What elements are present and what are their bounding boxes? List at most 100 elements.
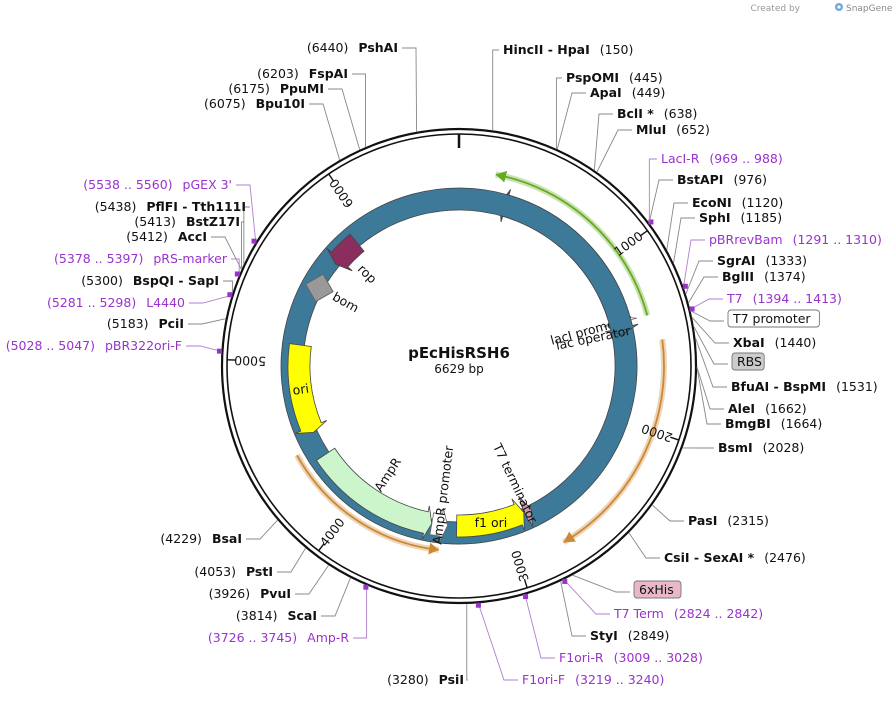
site-position: (5281 .. 5298) — [47, 295, 136, 310]
leader-line — [648, 179, 673, 223]
snapgene-logo-icon — [835, 3, 843, 11]
site-label-sphi[interactable]: SphI(1185) — [699, 210, 782, 225]
site-label-styi[interactable]: StyI(2849) — [590, 628, 669, 643]
site-name: MluI — [636, 122, 666, 137]
site-position: (1662) — [765, 401, 807, 416]
site-label-bstz17i[interactable]: BstZ17I(5413) — [134, 214, 240, 229]
site-label-f1ori-f[interactable]: F1ori-F(3219 .. 3240) — [522, 672, 664, 687]
leader-line — [696, 367, 721, 425]
site-position: (3280) — [387, 672, 429, 687]
site-label-xbai[interactable]: XbaI(1440) — [733, 335, 816, 350]
site-label-6xhis[interactable]: 6xHis — [633, 580, 682, 599]
leader-line — [683, 239, 705, 288]
site-name: CsiI - SexAI * — [664, 550, 755, 565]
site-label-pasi[interactable]: PasI(2315) — [688, 513, 769, 528]
site-label-psii[interactable]: PsiI(3280) — [387, 672, 464, 687]
site-name: BglII — [722, 269, 754, 284]
primer-site-icon — [562, 578, 568, 584]
leader-line — [666, 202, 688, 251]
feature-ori[interactable]: ori — [287, 343, 328, 434]
site-label-pbrrevbam[interactable]: pBRrevBam(1291 .. 1310) — [709, 232, 882, 247]
site-label-prs-marker[interactable]: pRS-marker(5378 .. 5397) — [54, 251, 228, 266]
site-label-pvui[interactable]: PvuI(3926) — [209, 586, 291, 601]
site-label-laci-r[interactable]: LacI-R(969 .. 988) — [661, 151, 783, 166]
leader-line — [186, 345, 222, 352]
site-name: BstAPI — [677, 172, 723, 187]
site-position: (3814) — [236, 608, 278, 623]
site-label-scai[interactable]: ScaI(3814) — [236, 608, 317, 623]
site-name: Amp-R — [307, 630, 349, 645]
leader-line — [466, 603, 468, 681]
feature-f1-ori[interactable]: f1 ori — [456, 498, 525, 538]
site-label-pshai[interactable]: PshAI(6440) — [307, 40, 398, 55]
site-position: (4229) — [160, 531, 202, 546]
site-label-hincii-hpai[interactable]: HincII - HpaI(150) — [503, 42, 633, 57]
leader-line — [651, 504, 684, 522]
site-position: (2315) — [727, 513, 769, 528]
leader-line — [563, 579, 610, 615]
site-label-bfuai-bspmi[interactable]: BfuAI - BspMI(1531) — [731, 379, 878, 394]
leader-line — [277, 547, 307, 573]
site-label-alei[interactable]: AleI(1662) — [728, 401, 807, 416]
leader-line — [691, 317, 729, 344]
site-label-fspai[interactable]: FspAI(6203) — [257, 66, 348, 81]
site-label-bglii[interactable]: BglII(1374) — [722, 269, 806, 284]
site-label-bstapi[interactable]: BstAPI(976) — [677, 172, 767, 187]
site-label-bcli[interactable]: BclI *(638) — [617, 106, 697, 121]
site-label-apai[interactable]: ApaI(449) — [590, 85, 665, 100]
site-label-pcii[interactable]: PciI(5183) — [107, 316, 184, 331]
site-name: AccI — [178, 229, 207, 244]
site-position: (1531) — [836, 379, 878, 394]
site-label-csii-sexai[interactable]: CsiI - SexAI * (2476) — [664, 550, 806, 565]
site-position: (1440) — [775, 335, 817, 350]
site-name: ApaI — [590, 85, 622, 100]
leader-line — [353, 585, 368, 639]
site-label-bsmi[interactable]: BsmI(2028) — [718, 440, 804, 455]
site-position: (5412) — [126, 229, 168, 244]
site-label-f1ori-r[interactable]: F1ori-R(3009 .. 3028) — [559, 650, 703, 665]
site-label-t7-term[interactable]: T7 Term(2824 .. 2842) — [613, 606, 763, 621]
ruler-tick — [639, 230, 648, 237]
site-position: (2476) — [764, 550, 806, 565]
site-label-econi[interactable]: EcoNI(1120) — [692, 195, 783, 210]
leader-line — [243, 206, 250, 265]
site-position: (5438) — [95, 199, 137, 214]
site-name: BclI * — [617, 106, 654, 121]
site-name: pRS-marker — [153, 251, 228, 266]
feature-label: ori — [292, 381, 310, 398]
site-label-pbr322ori-f[interactable]: pBR322ori-F(5028 .. 5047) — [6, 338, 182, 353]
center-title: pEcHisRSH6 6629 bp — [408, 344, 510, 376]
site-label-pgex-3[interactable]: pGEX 3'(5538 .. 5560) — [83, 177, 232, 192]
site-label-l4440[interactable]: L4440(5281 .. 5298) — [47, 295, 185, 310]
site-label-pflfi-tth111i[interactable]: PflFI - Tth111I(5438) — [95, 199, 246, 214]
site-position: (1185) — [741, 210, 783, 225]
site-label-ppumi[interactable]: PpuMI(6175) — [228, 81, 324, 96]
site-position: (3009 .. 3028) — [614, 650, 703, 665]
primer-site-icon — [648, 219, 654, 225]
backbone-ring — [220, 127, 698, 605]
leader-line — [693, 325, 728, 365]
site-label-bmgbi[interactable]: BmgBI(1664) — [725, 416, 822, 431]
orf-arc — [563, 339, 665, 544]
site-position: (1394 .. 1413) — [753, 291, 842, 306]
site-label-mlui[interactable]: MluI (652) — [636, 122, 710, 137]
leader-line — [689, 298, 723, 310]
site-label-rbs[interactable]: RBS — [731, 352, 765, 371]
site-label-pspomi[interactable]: PspOMI(445) — [566, 70, 663, 85]
leader-line — [648, 158, 657, 224]
site-label-bpu10i[interactable]: Bpu10I(6075) — [204, 96, 305, 111]
site-label-t7[interactable]: T7(1394 .. 1413) — [726, 291, 842, 306]
site-label-sgrai[interactable]: SgrAI(1333) — [717, 253, 807, 268]
site-label-bspqi-sapi[interactable]: BspQI - SapI(5300) — [81, 273, 219, 288]
site-label-t7-promoter[interactable]: T7 promoter — [727, 309, 820, 328]
leader-line — [236, 184, 257, 243]
site-position: (652) — [676, 122, 710, 137]
site-position: (969 .. 988) — [709, 151, 782, 166]
site-label-psti[interactable]: PstI(4053) — [194, 564, 273, 579]
site-position: (150) — [600, 42, 634, 57]
feature-label: bom — [330, 289, 362, 316]
plasmid-length: 6629 bp — [434, 362, 484, 376]
site-label-bsai[interactable]: BsaI(4229) — [160, 531, 242, 546]
site-label-amp-r[interactable]: Amp-R(3726 .. 3745) — [208, 630, 349, 645]
site-label-acci[interactable]: AccI (5412) — [126, 229, 207, 244]
